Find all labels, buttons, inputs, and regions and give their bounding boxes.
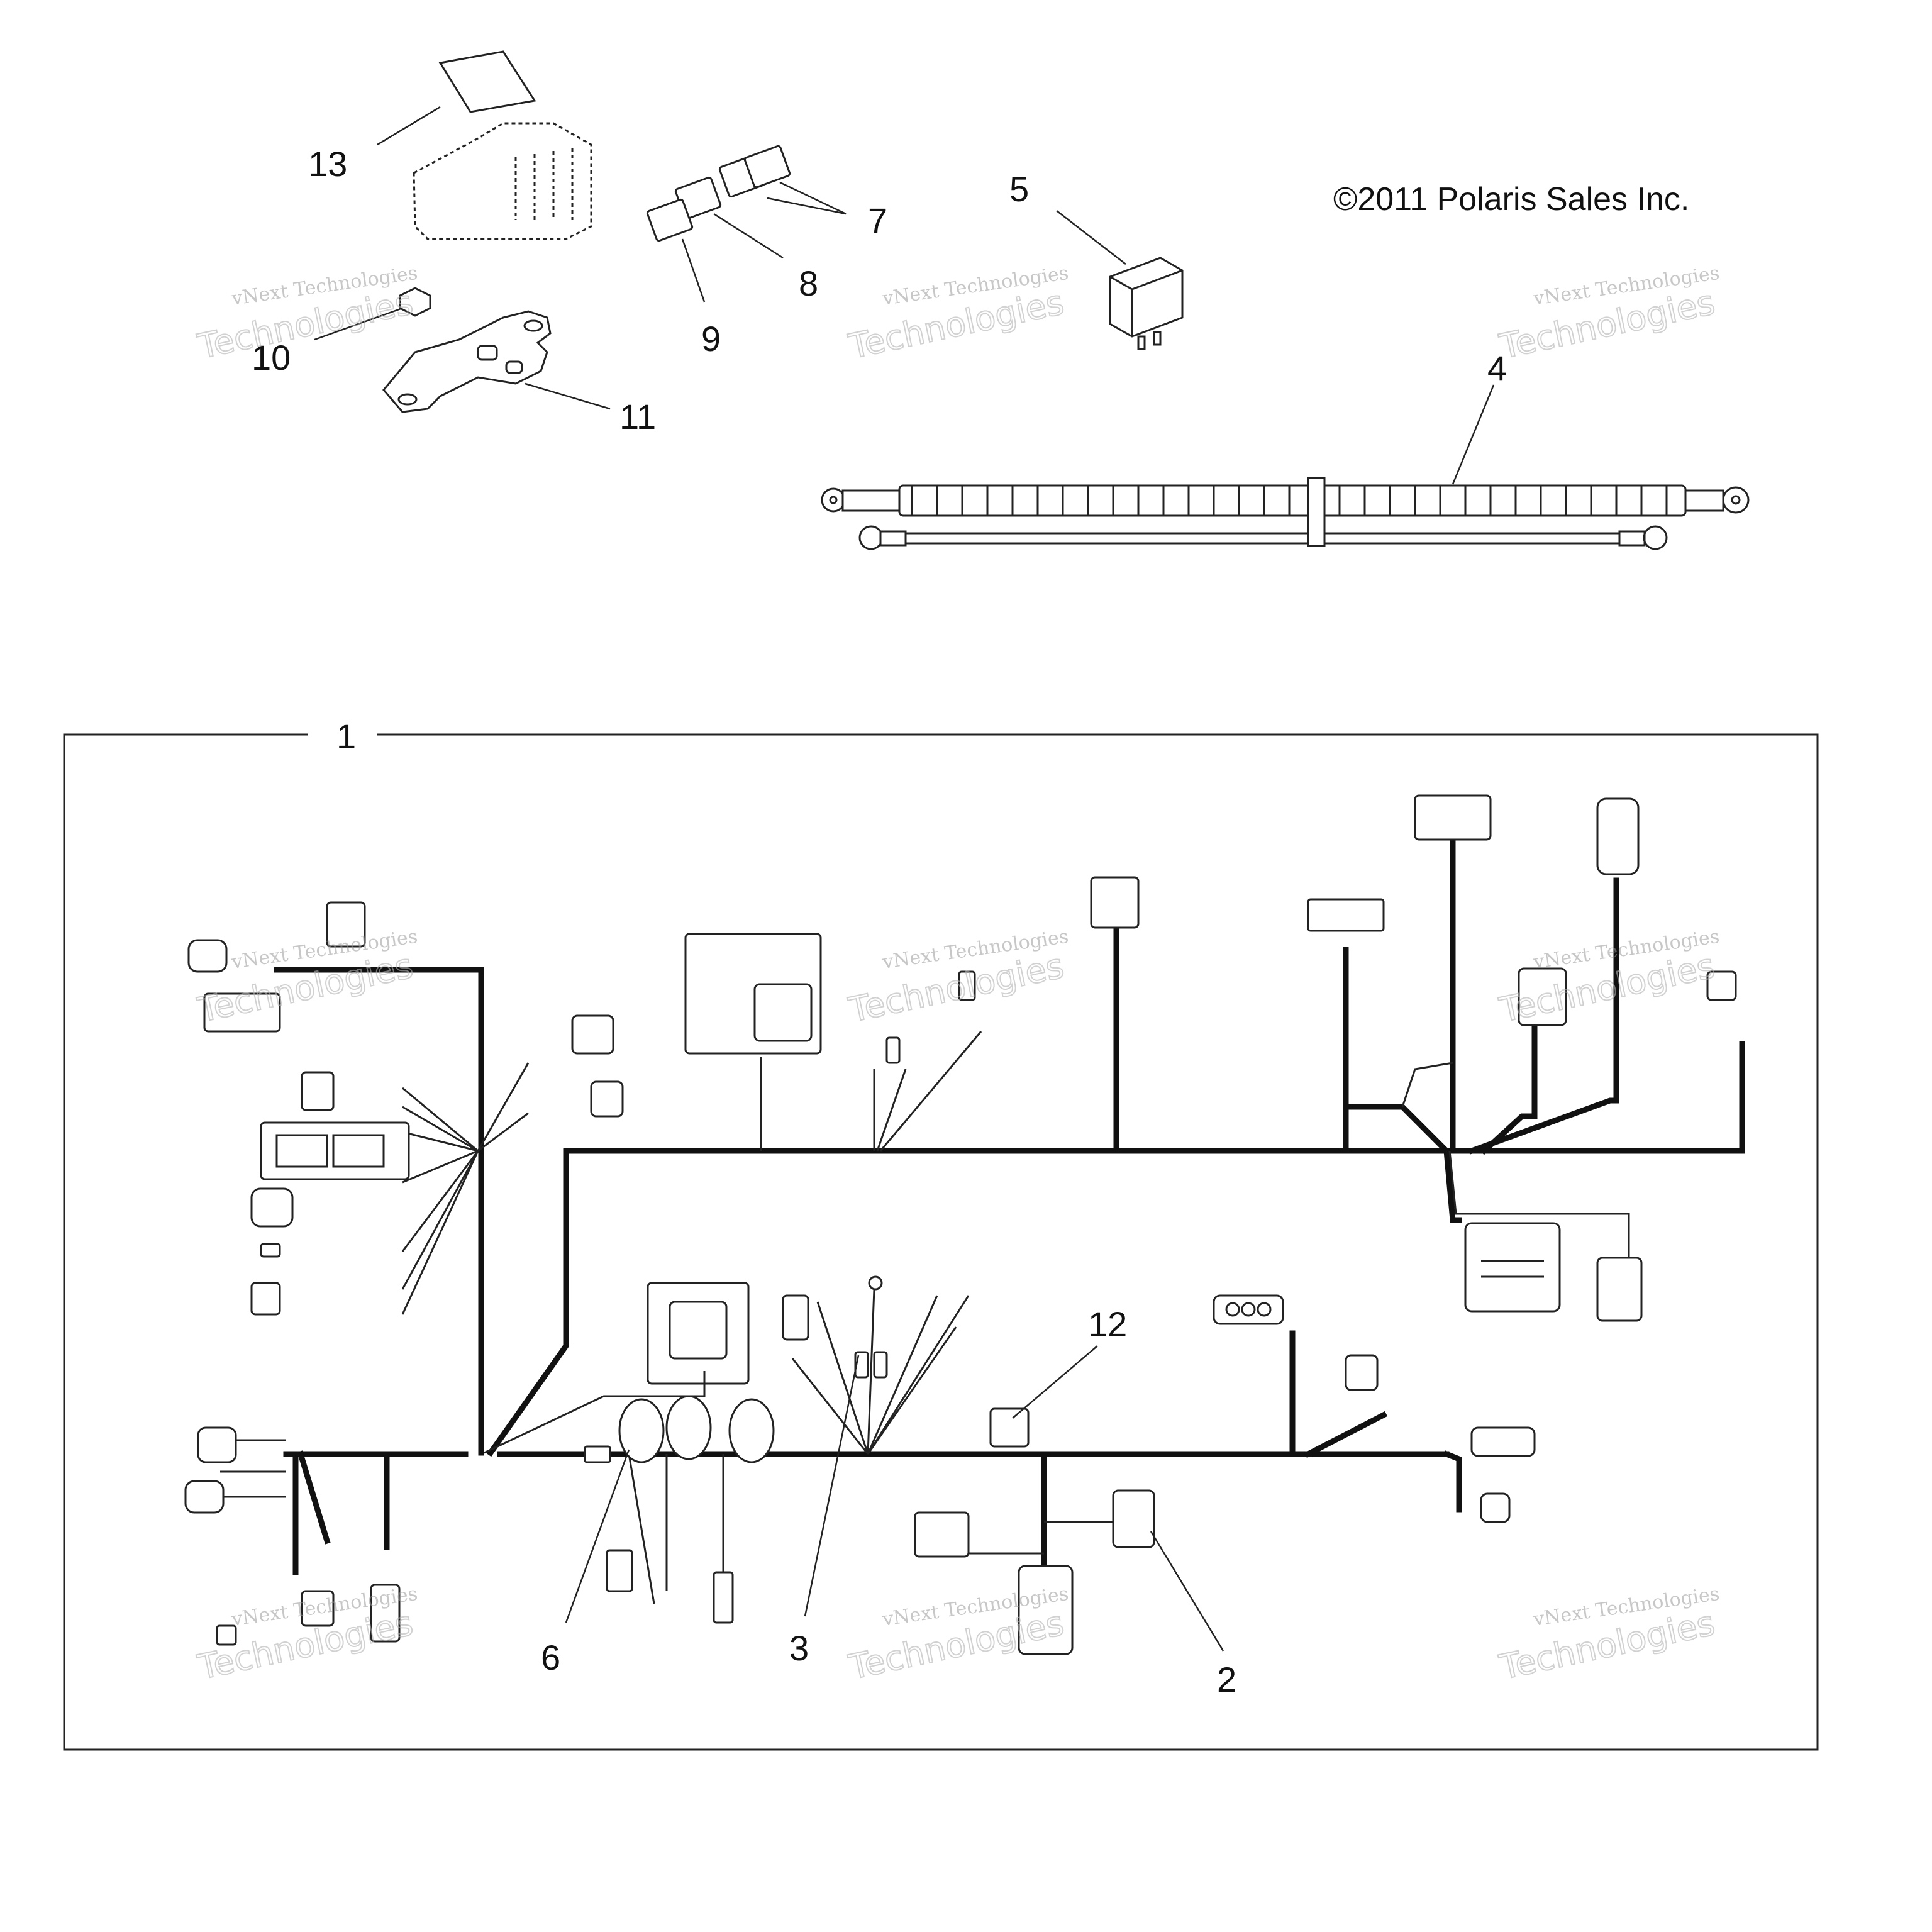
part-5-relay	[1056, 210, 1184, 350]
decal-label	[438, 50, 536, 113]
diagnostic-tag	[728, 1398, 775, 1463]
harness-connectors	[184, 794, 1737, 1655]
part-8-fuse	[674, 176, 784, 259]
callout-10: 10	[252, 338, 291, 377]
diagnostic-tag	[665, 1395, 712, 1460]
connector	[590, 1080, 624, 1118]
callout-13: 13	[308, 144, 347, 184]
part-9-fuse	[646, 198, 706, 303]
callout-11: 11	[619, 397, 656, 436]
part-13-fuse-box-decal	[377, 50, 592, 240]
connector	[571, 1014, 614, 1055]
ecu-connector	[753, 983, 813, 1042]
part-4-battery-cables	[821, 384, 1750, 550]
fuse-block-connector	[260, 1121, 410, 1180]
connector	[1307, 898, 1385, 932]
connector	[1090, 876, 1140, 929]
connector	[197, 1426, 237, 1463]
ecu-connector-2	[669, 1301, 728, 1360]
callout-12: 12	[1088, 1304, 1127, 1344]
connector	[203, 992, 281, 1033]
callout-2: 2	[1217, 1660, 1236, 1699]
part-11-bracket	[382, 310, 611, 413]
callout-5: 5	[1009, 169, 1029, 209]
fuse-box-housing	[413, 122, 592, 240]
harness-clip-12	[989, 1407, 1030, 1448]
connector	[1596, 797, 1640, 875]
callout-1: 1	[336, 716, 356, 756]
connector	[301, 1071, 335, 1111]
callout-8: 8	[799, 264, 818, 303]
callout-7: 7	[868, 201, 887, 240]
connector	[1518, 967, 1567, 1026]
connector	[187, 939, 228, 973]
connector	[1596, 1257, 1643, 1322]
callout-4: 4	[1487, 348, 1507, 388]
connector	[1213, 1294, 1284, 1325]
connector	[184, 1480, 225, 1514]
watermark: vNext Technologies Technologies vNext Te…	[194, 262, 1721, 1688]
wiring-harness	[220, 827, 1745, 1610]
connector	[1018, 1565, 1074, 1655]
connector	[250, 1187, 294, 1228]
relay-socket	[1464, 1222, 1561, 1313]
callout-9: 9	[701, 319, 721, 358]
copyright-text: ©2011 Polaris Sales Inc.	[1333, 181, 1689, 218]
diagnostic-tag	[618, 1398, 665, 1463]
callout-6: 6	[541, 1638, 560, 1677]
connector	[914, 1511, 970, 1558]
part-10-bolt	[314, 287, 431, 341]
connector	[326, 901, 366, 948]
connector	[1414, 794, 1492, 841]
connector-2	[1112, 1489, 1155, 1548]
connector	[1470, 1426, 1536, 1457]
callout-3: 3	[789, 1628, 809, 1668]
part-7-fuses	[718, 145, 847, 215]
part-1-harness-frame	[63, 733, 1819, 1751]
